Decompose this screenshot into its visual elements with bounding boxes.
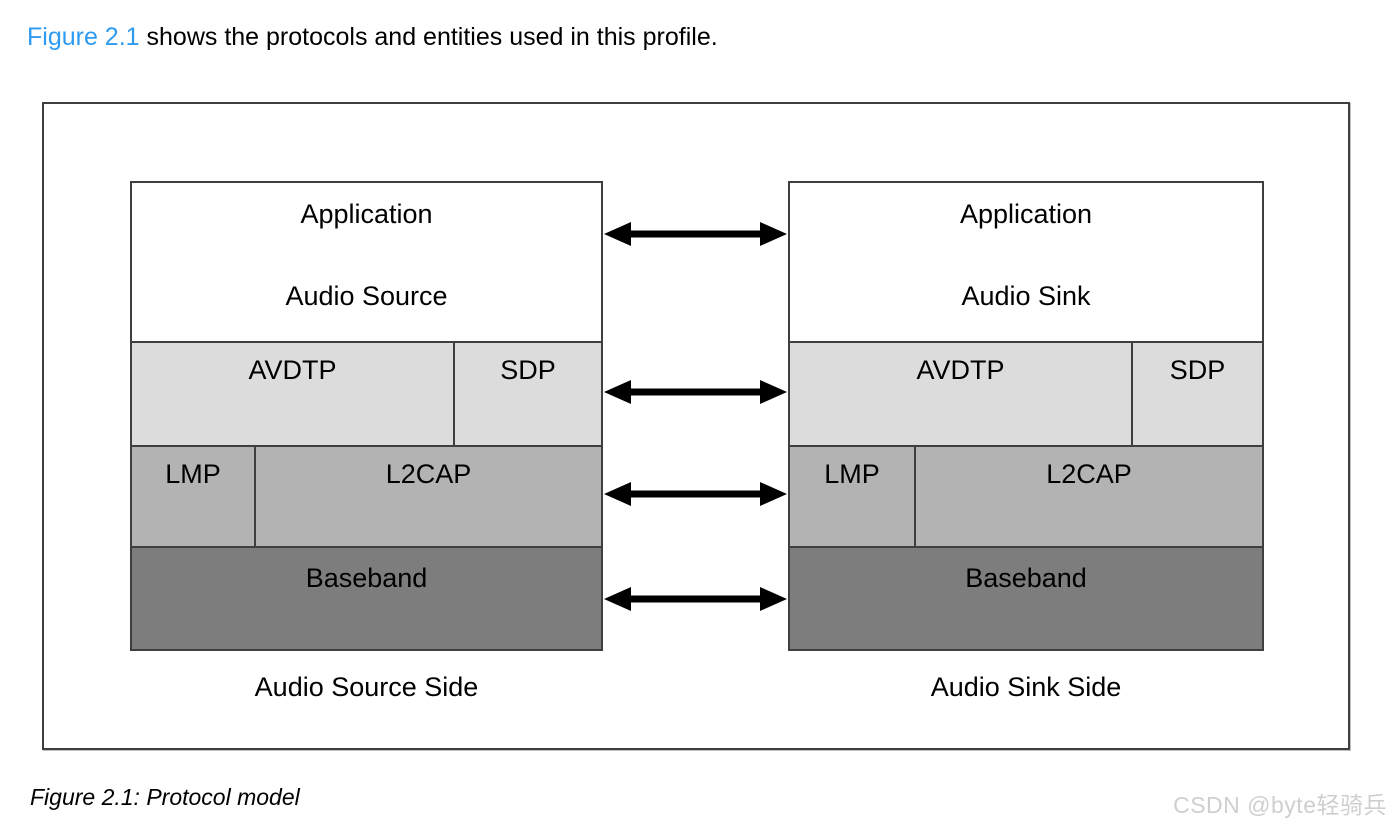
baseband-label: Baseband	[305, 562, 428, 593]
application-label: Application	[300, 199, 433, 229]
intro-sentence: Figure 2.1 shows the protocols and entit…	[27, 22, 718, 52]
protocol-stack-audio-sink: Application Audio Sink AVDTP SDP LMP L2C…	[788, 181, 1264, 651]
lmp-l2cap-row: LMP L2CAP	[790, 444, 1262, 546]
lmp-cell: LMP	[132, 447, 254, 546]
audio-source-label: Audio Source	[285, 281, 448, 311]
figure-caption: Figure 2.1: Protocol model	[30, 784, 300, 810]
avdtp-label: AVDTP	[916, 354, 1005, 385]
audio-sink-label: Audio Sink	[961, 281, 1091, 311]
intro-text: shows the protocols and entities used in…	[139, 23, 718, 51]
sdp-cell: SDP	[1131, 342, 1262, 445]
l2cap-label: L2CAP	[385, 458, 472, 489]
baseband-row: Baseband	[132, 545, 601, 649]
audio-sink-side-label: Audio Sink Side	[930, 672, 1122, 702]
protocol-stack-audio-source: Application Audio Source AVDTP SDP LMP L…	[130, 181, 603, 651]
csdn-watermark: CSDN @byte轻骑兵	[1173, 792, 1387, 818]
double-arrow-application-icon	[603, 219, 788, 249]
application-label: Application	[959, 199, 1093, 229]
lmp-l2cap-row: LMP L2CAP	[132, 444, 601, 546]
double-arrow-l2cap-icon	[603, 479, 788, 509]
baseband-label: Baseband	[965, 562, 1087, 593]
l2cap-label: L2CAP	[1046, 458, 1132, 489]
avdtp-cell: AVDTP	[132, 343, 453, 445]
application-row: Application Audio Sink	[790, 183, 1262, 341]
sdp-cell: SDP	[453, 342, 601, 445]
baseband-row: Baseband	[790, 545, 1262, 649]
sdp-label: SDP	[1169, 354, 1226, 385]
l2cap-cell: L2CAP	[914, 446, 1262, 546]
l2cap-cell: L2CAP	[254, 446, 601, 546]
avdtp-sdp-row: AVDTP SDP	[132, 340, 601, 445]
lmp-cell: LMP	[790, 447, 914, 546]
lmp-label: LMP	[824, 458, 880, 489]
figure-frame: Application Audio Source AVDTP SDP LMP L…	[42, 102, 1350, 750]
avdtp-label: AVDTP	[248, 354, 337, 385]
double-arrow-avdtp-icon	[603, 377, 788, 407]
application-row: Application Audio Source	[132, 183, 601, 341]
double-arrow-baseband-icon	[603, 584, 788, 614]
avdtp-cell: AVDTP	[790, 343, 1131, 445]
avdtp-sdp-row: AVDTP SDP	[790, 340, 1262, 445]
audio-source-side-label: Audio Source Side	[254, 672, 479, 702]
sdp-label: SDP	[500, 354, 556, 385]
figure-reference-link[interactable]: Figure 2.1	[27, 23, 140, 51]
lmp-label: LMP	[165, 458, 221, 489]
